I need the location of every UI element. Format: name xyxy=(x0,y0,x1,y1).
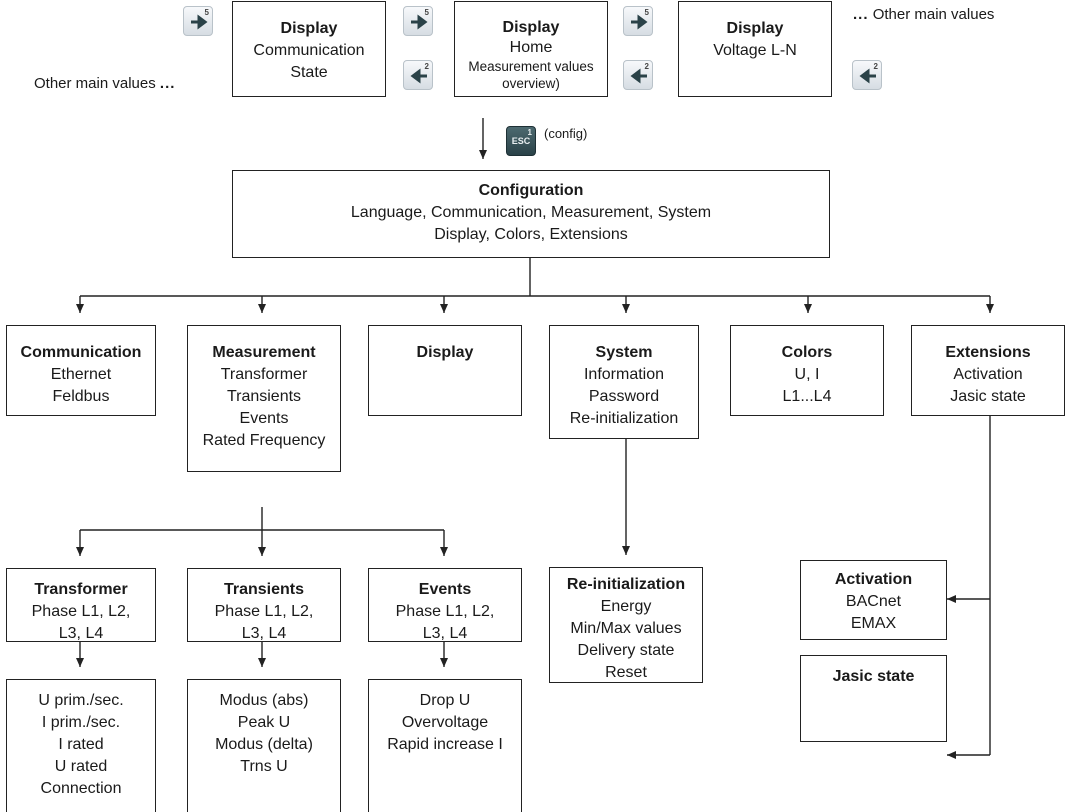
other-main-values-right: ... Other main values xyxy=(853,6,995,23)
previous-key-icon[interactable]: 2 xyxy=(623,60,653,90)
transients-details-box: Modus (abs) Peak U Modus (delta) Trns U xyxy=(187,679,341,812)
next-key-icon[interactable]: 5 xyxy=(623,6,653,36)
display-home-box: Display Home Measurement values overview… xyxy=(454,1,608,97)
measurement-box: Measurement Transformer Transients Event… xyxy=(187,325,341,472)
configuration-box: Configuration Language, Communication, M… xyxy=(232,170,830,258)
events-box: Events Phase L1, L2, L3, L4 xyxy=(368,568,522,642)
reinitialization-box: Re-initialization Energy Min/Max values … xyxy=(549,567,703,683)
activation-box: Activation BACnet EMAX xyxy=(800,560,947,640)
extensions-box: Extensions Activation Jasic state xyxy=(911,325,1065,416)
transients-box: Transients Phase L1, L2, L3, L4 xyxy=(187,568,341,642)
events-details-box: Drop U Overvoltage Rapid increase I xyxy=(368,679,522,812)
next-key-icon[interactable]: 5 xyxy=(403,6,433,36)
config-note: (config) xyxy=(544,126,588,141)
previous-key-icon[interactable]: 2 xyxy=(403,60,433,90)
display-voltage-box: Display Voltage L-N xyxy=(678,1,832,97)
other-main-values-left: Other main values ... xyxy=(34,75,176,92)
next-key-icon[interactable]: 5 xyxy=(183,6,213,36)
display-box: Display xyxy=(368,325,522,416)
transformer-details-box: U prim./sec. I prim./sec. I rated U rate… xyxy=(6,679,156,812)
jasic-state-box: Jasic state xyxy=(800,655,947,742)
transformer-box: Transformer Phase L1, L2, L3, L4 xyxy=(6,568,156,642)
previous-key-icon[interactable]: 2 xyxy=(852,60,882,90)
display-communication-state-box: Display Communication State xyxy=(232,1,386,97)
colors-box: Colors U, I L1...L4 xyxy=(730,325,884,416)
communication-box: Communication Ethernet Feldbus xyxy=(6,325,156,416)
system-box: System Information Password Re-initializ… xyxy=(549,325,699,439)
esc-key-icon[interactable]: ESC 1 xyxy=(506,126,536,156)
